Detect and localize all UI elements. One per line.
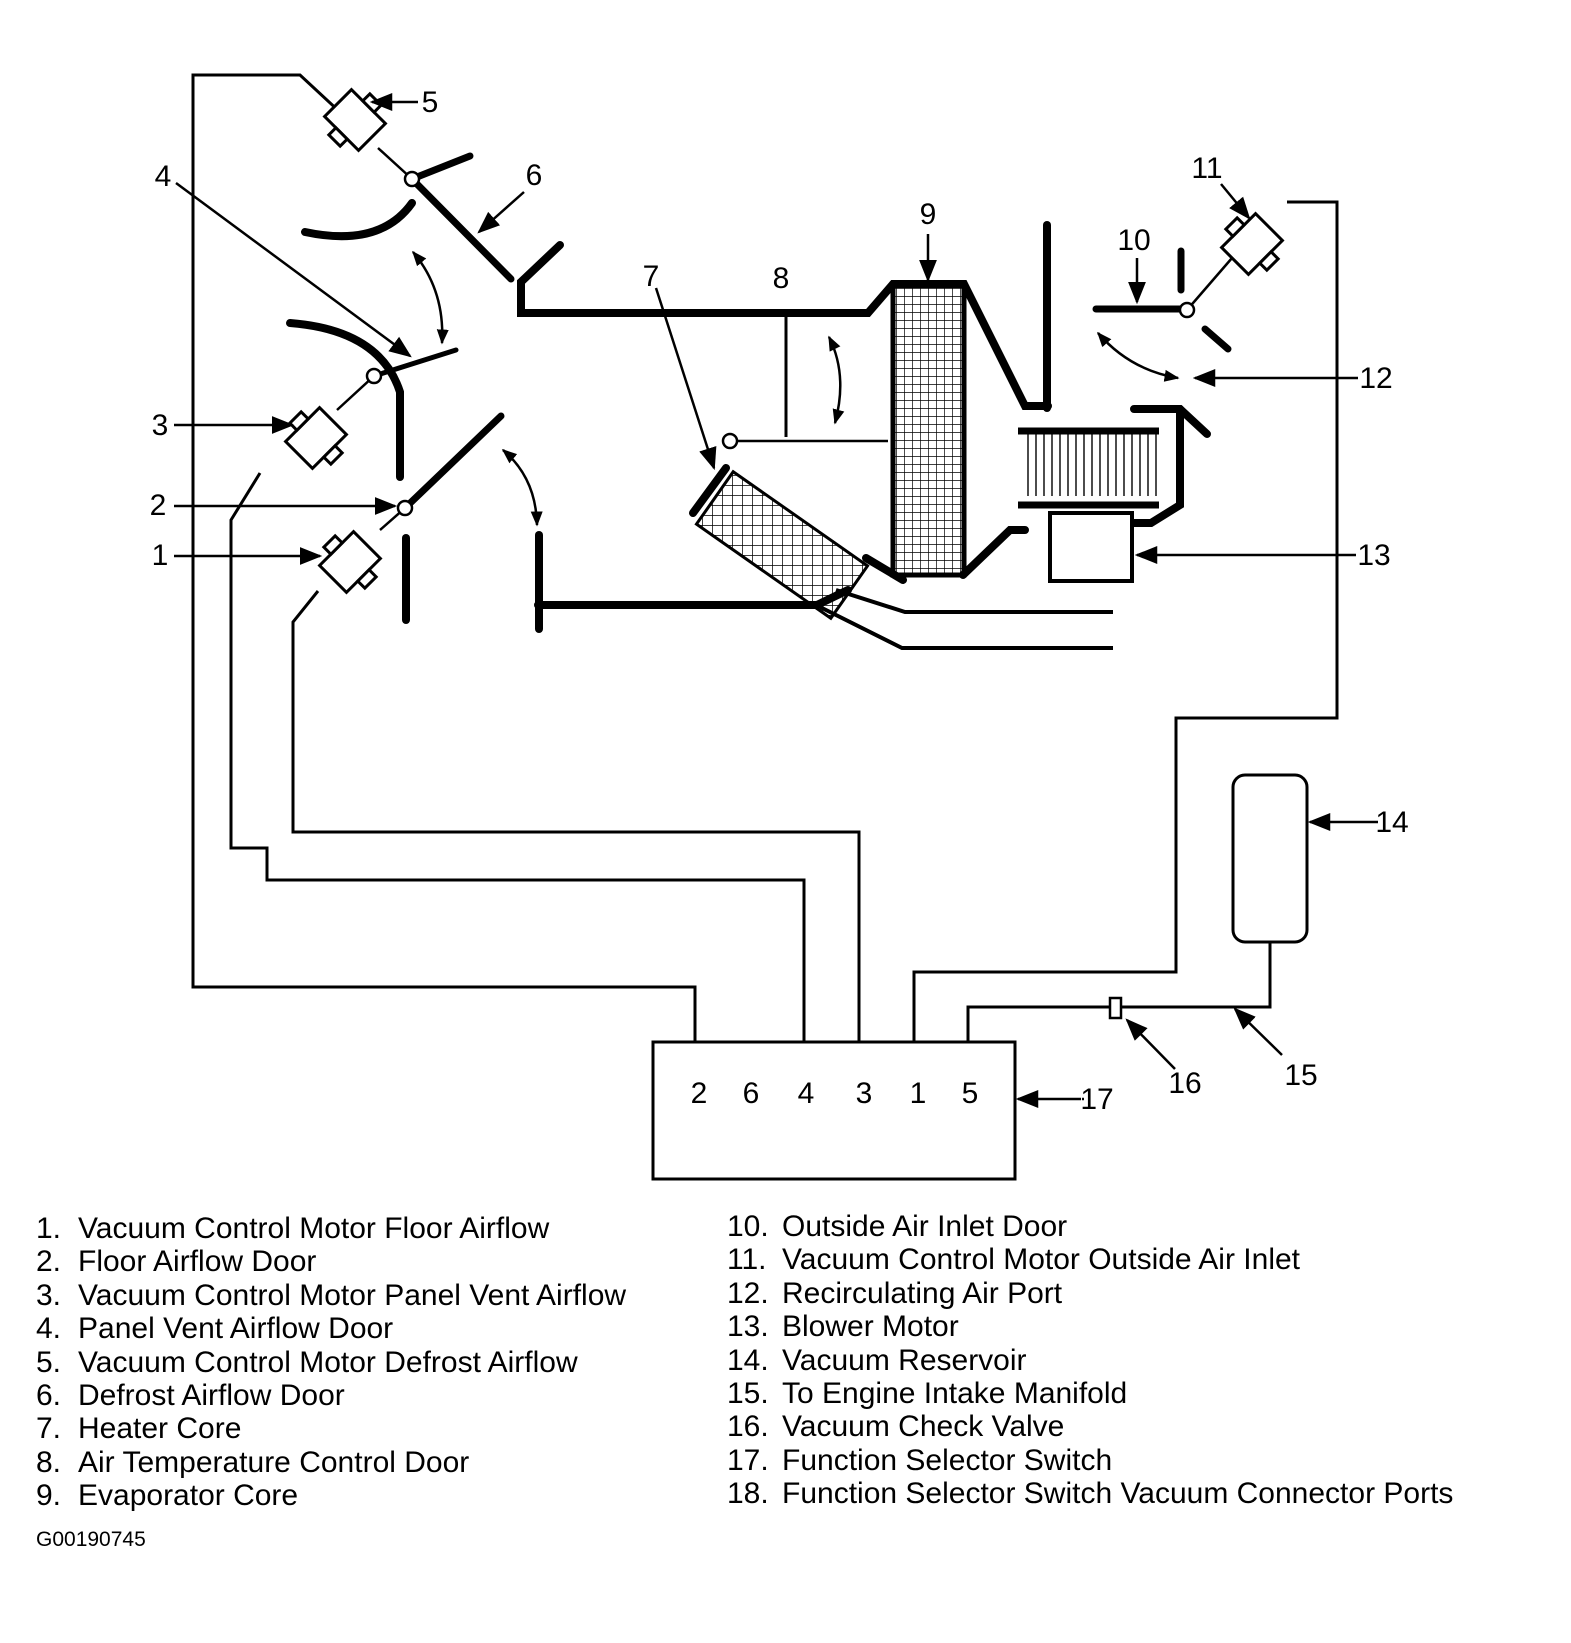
hose-outside-air-motor xyxy=(912,200,1339,1042)
switch-port-label: 4 xyxy=(798,1077,815,1110)
callout-7: 7 xyxy=(643,260,660,293)
defrost-airflow-door xyxy=(408,152,474,183)
panel-vent-airflow-door xyxy=(371,347,459,379)
vacuum-check-valve xyxy=(1108,996,1123,1020)
switch-port-label: 5 xyxy=(962,1077,979,1110)
callout-17: 17 xyxy=(1080,1083,1113,1116)
legend-item: 3.Vacuum Control Motor Panel Vent Airflo… xyxy=(36,1278,627,1312)
upper-housing-wall xyxy=(517,241,1052,410)
outlet-duct xyxy=(819,588,1113,650)
legend-item: 6.Defrost Airflow Door xyxy=(36,1379,345,1413)
vacuum-control-motor-panel-vent xyxy=(283,405,349,471)
callout-8: 8 xyxy=(773,262,790,295)
legend-item: 17.Function Selector Switch xyxy=(727,1443,1113,1477)
defrost-duct-wall xyxy=(301,199,416,241)
vacuum-control-motor-floor xyxy=(317,529,383,595)
legend-item: 16.Vacuum Check Valve xyxy=(727,1410,1065,1444)
callout-10: 10 xyxy=(1117,224,1150,257)
legend-item: 13.Blower Motor xyxy=(727,1310,959,1344)
vacuum-reservoir xyxy=(1231,773,1309,944)
callout-16: 16 xyxy=(1168,1067,1201,1100)
callout-6: 6 xyxy=(526,159,543,192)
callout-13: 13 xyxy=(1357,539,1390,572)
callout-1: 1 xyxy=(152,539,169,572)
legend-right: 10.Outside Air Inlet Door 11.Vacuum Cont… xyxy=(727,1210,1453,1511)
hose-reservoir xyxy=(966,942,1272,1042)
legend-item: 14.Vacuum Reservoir xyxy=(727,1343,1027,1377)
switch-port-label: 6 xyxy=(743,1077,760,1110)
callout-15: 15 xyxy=(1284,1059,1317,1092)
legend-item: 10.Outside Air Inlet Door xyxy=(727,1210,1068,1243)
callout-5: 5 xyxy=(422,86,439,119)
switch-port-label: 1 xyxy=(910,1077,927,1110)
actuator-rods xyxy=(336,147,1233,531)
vacuum-control-motor-defrost xyxy=(322,87,388,153)
callout-numbers: 1 2 3 4 5 6 7 8 9 10 11 12 13 14 15 16 1… xyxy=(150,86,1409,1116)
panel-duct-wall xyxy=(286,319,404,481)
hose-floor-motor xyxy=(291,590,861,1042)
function-selector-switch xyxy=(651,1040,1017,1181)
floor-airflow-door xyxy=(401,412,505,512)
legend-item: 2.Floor Airflow Door xyxy=(36,1245,317,1279)
callout-9: 9 xyxy=(920,198,937,231)
legend-item: 18.Function Selector Switch Vacuum Conne… xyxy=(727,1477,1454,1511)
legend-item: 5.Vacuum Control Motor Defrost Airflow xyxy=(36,1345,578,1379)
blower-lower-wall xyxy=(959,526,1029,579)
switch-ports: 2 6 4 3 1 5 xyxy=(691,1077,979,1110)
legend-item: 9.Evaporator Core xyxy=(36,1479,299,1513)
legend-item: 11.Vacuum Control Motor Outside Air Inle… xyxy=(727,1243,1300,1277)
switch-port-label: 3 xyxy=(856,1077,873,1110)
legend-item: 15.To Engine Intake Manifold xyxy=(727,1377,1128,1411)
callout-3: 3 xyxy=(152,409,169,442)
callout-4: 4 xyxy=(155,160,172,193)
blower-wheel xyxy=(1018,427,1159,509)
legend-item: 4.Panel Vent Airflow Door xyxy=(36,1312,394,1346)
hose-panel-motor xyxy=(229,472,806,1042)
legend-left: 1.Vacuum Control Motor Floor Airflow 2.F… xyxy=(36,1212,626,1513)
legend-item: 12.Recirculating Air Port xyxy=(727,1276,1063,1310)
vacuum-control-motor-outside-air xyxy=(1219,211,1285,277)
blower-motor xyxy=(1048,511,1134,583)
leader-lines xyxy=(174,93,1378,1108)
legend-item: 1.Vacuum Control Motor Floor Airflow xyxy=(36,1212,550,1245)
callout-12: 12 xyxy=(1359,362,1392,395)
evaporator-core xyxy=(890,281,967,578)
heater-core xyxy=(694,469,870,621)
switch-port-label: 2 xyxy=(691,1077,708,1110)
airflow-doors xyxy=(371,152,1232,512)
figure-id: G00190745 xyxy=(36,1528,146,1551)
callout-14: 14 xyxy=(1375,806,1408,839)
swing-arrows xyxy=(412,250,1180,527)
callout-2: 2 xyxy=(150,489,167,522)
hose-defrost-motor xyxy=(191,73,697,1042)
callout-11: 11 xyxy=(1191,152,1222,185)
legend-item: 7.Heater Core xyxy=(36,1412,242,1446)
legend-item: 8.Air Temperature Control Door xyxy=(36,1445,470,1479)
door-pivots xyxy=(365,170,1196,517)
